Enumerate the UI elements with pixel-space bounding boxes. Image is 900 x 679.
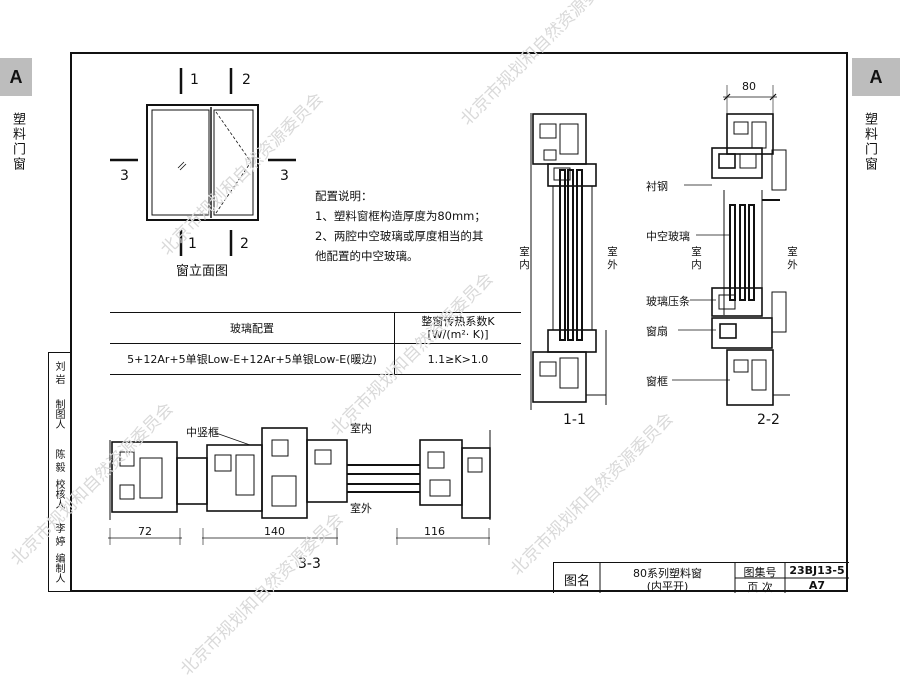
title-block: 图名 80系列塑料窗 (内平开) 图集号 23BJ13-5 页 次 A7 — [553, 562, 849, 594]
title-block-name-line2: (内平开) — [646, 580, 689, 593]
table-header-glass: 玻璃配置 — [110, 312, 395, 344]
elevation-mark-2-top: 2 — [242, 72, 251, 88]
callout-glazing-bead: 玻璃压条 — [646, 295, 690, 308]
sign-label-compiler: 编制人 — [53, 553, 64, 583]
title-block-atlas-label: 图集号 — [743, 566, 777, 579]
table-cell-k: 1.1≥K>1.0 — [394, 343, 521, 375]
callout-sash: 窗扇 — [646, 325, 668, 338]
sign-name-drafter: 刘 岩 — [53, 361, 64, 385]
elevation-mark-3-left: 3 — [120, 168, 129, 184]
config-notes-line1: 1、塑料窗框构造厚度为80mm； — [315, 209, 486, 223]
section-3-3-dim-72: 72 — [138, 525, 152, 538]
section-2-2-caption: 2-2 — [757, 412, 780, 428]
title-block-name-line1: 80系列塑料窗 — [633, 567, 702, 580]
config-notes-title: 配置说明： — [315, 189, 373, 203]
signature-strip: 编制人 李 婷 校核人 陈 毅 制图人 刘 岩 — [48, 352, 70, 592]
table-header-k-line2: [W/(m²· K)] — [427, 328, 489, 341]
sign-label-drafter: 制图人 — [53, 399, 64, 429]
glass-config-table: 玻璃配置 整窗传热系数K [W/(m²· K)] 5+12Ar+5单银Low-E… — [110, 312, 521, 375]
category-label-right: 塑料门窗 — [862, 112, 877, 172]
section-3-3-caption: 3-3 — [298, 556, 321, 572]
callout-frame: 窗框 — [646, 375, 668, 388]
config-notes-line3: 他配置的中空玻璃。 — [315, 249, 419, 263]
section-1-1-inside-label: 室内 — [519, 246, 530, 271]
section-1-1-caption: 1-1 — [563, 412, 586, 428]
callout-insulated-glass: 中空玻璃 — [646, 230, 690, 243]
elevation-caption: 窗立面图 — [176, 264, 229, 279]
callout-mullion: 中竖框 — [186, 426, 219, 439]
section-1-1 — [530, 113, 607, 410]
section-2-2 — [672, 85, 790, 406]
category-label-left: 塑料门窗 — [10, 112, 25, 172]
drawing-frame — [70, 52, 848, 592]
section-2-2-dim-width: 80 — [742, 80, 756, 93]
table-header-k: 整窗传热系数K [W/(m²· K)] — [394, 312, 521, 344]
section-3-3-inside-label: 室内 — [350, 422, 372, 435]
config-notes: 配置说明： 1、塑料窗框构造厚度为80mm； 2、两腔中空玻璃或厚度相当的其 他… — [315, 186, 486, 266]
elevation-mark-3-right: 3 — [280, 168, 289, 184]
config-notes-line2: 2、两腔中空玻璃或厚度相当的其 — [315, 229, 484, 243]
section-2-2-outside-label: 室外 — [787, 246, 798, 271]
elevation-mark-1-bottom: 1 — [188, 236, 197, 252]
sign-name-checker: 陈 毅 — [53, 449, 64, 473]
section-3-3-dim-116: 116 — [424, 525, 445, 538]
window-elevation — [110, 68, 296, 256]
category-tab-right: A — [852, 58, 900, 96]
title-block-name-label: 图名 — [563, 574, 590, 589]
title-block-grid — [599, 563, 849, 593]
section-3-3-outside-label: 室外 — [350, 502, 372, 515]
table-header-k-line1: 整窗传热系数K — [421, 315, 495, 328]
drawing-linework — [108, 68, 790, 545]
elevation-mark-1-top: 1 — [190, 72, 199, 88]
section-1-1-outside-label: 室外 — [607, 246, 618, 271]
sign-label-checker: 校核人 — [53, 479, 64, 509]
section-3-3-dim-140: 140 — [264, 525, 285, 538]
table-cell-glass: 5+12Ar+5单银Low-E+12Ar+5单银Low-E(暖边) — [110, 343, 395, 375]
sign-name-compiler: 李 婷 — [53, 523, 64, 547]
title-block-page-no: A7 — [808, 579, 826, 592]
callout-steel-liner: 衬钢 — [646, 180, 668, 193]
category-tab-left: A — [0, 58, 32, 96]
title-block-atlas-no: 23BJ13-5 — [789, 564, 845, 577]
section-2-2-inside-label: 室内 — [691, 246, 702, 271]
title-block-page-label: 页 次 — [747, 581, 773, 594]
section-3-3 — [108, 427, 491, 545]
elevation-mark-2-bottom: 2 — [240, 236, 249, 252]
